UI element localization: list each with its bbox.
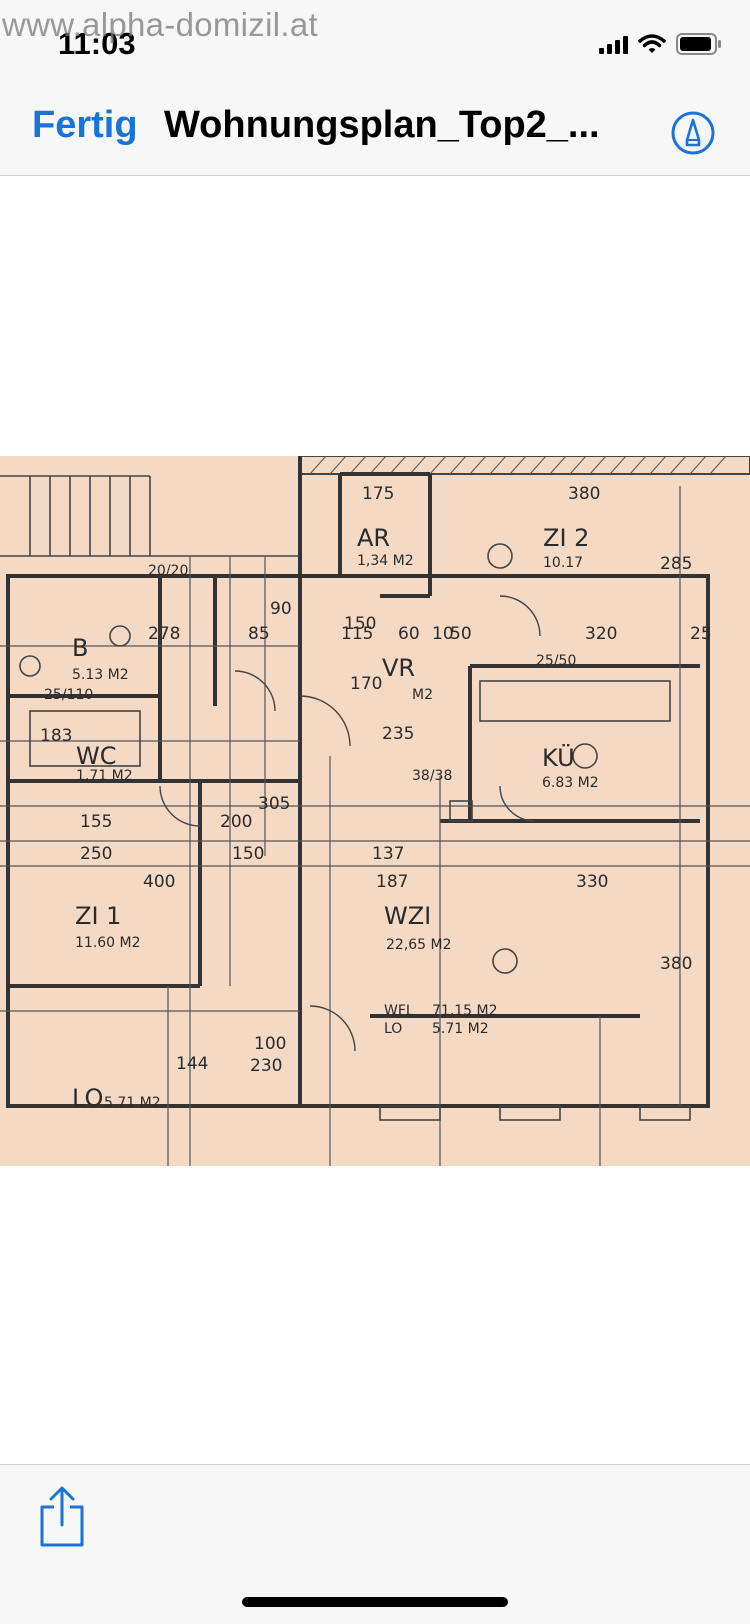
document-title: Wohnungsplan_Top2_... [164,104,600,146]
room-label: WC [76,742,117,770]
dimension-label: 38/38 [412,768,453,784]
dimension-label: 320 [585,624,618,644]
dimension-label: 25/110 [44,687,94,703]
dimension-label: 305 [258,794,291,814]
dimension-label: 137 [372,844,405,864]
room-area: 5.71 M2 [104,1095,161,1111]
dimension-label: 230 [250,1056,283,1076]
room-label: B [72,634,89,662]
room-area: 1,34 M2 [357,553,414,569]
signal-icon [599,34,628,54]
dimension-label: 25 [690,624,712,644]
dimension-label: 235 [382,724,415,744]
room-area: 1,71 M2 [76,768,133,784]
status-icons [599,30,722,58]
dimension-label: 90 [270,599,292,619]
room-label: AR [357,524,391,552]
document-viewer[interactable]: ZI 2 10.17 AR 1,34 M2 B 5.13 M2 VR M2 WC… [0,176,750,1464]
done-button[interactable]: Fertig [32,104,138,146]
battery-icon [676,33,722,55]
room-label: VR [382,654,416,682]
lo-value: 5.71 M2 [432,1021,489,1037]
floorplan-drawing [0,456,750,1166]
room-area: 6.83 M2 [542,775,599,791]
dimension-label: 285 [660,554,693,574]
dimension-label: 400 [143,872,176,892]
dimension-label: 187 [376,872,409,892]
dimension-label: 170 [350,674,383,694]
dimension-label: 278 [148,624,181,644]
room-area: 5.13 M2 [72,667,129,683]
dimension-label: 10 [432,624,454,644]
room-label: WZI [384,902,432,930]
dimension-label: 183 [40,726,73,746]
dimension-label: 330 [576,872,609,892]
room-area: 10.17 [543,555,584,571]
wifi-icon [638,33,666,55]
dimension-label: 60 [398,624,420,644]
markup-pen-icon[interactable] [670,110,716,156]
share-icon[interactable] [36,1485,88,1549]
dimension-label: 250 [80,844,113,864]
floorplan-image: ZI 2 10.17 AR 1,34 M2 B 5.13 M2 VR M2 WC… [0,456,750,1166]
lo-label: LO [384,1021,403,1037]
watermark: www.alpha-domizil.at [2,6,318,43]
room-label: KÜ [542,744,575,772]
dimension-label: 50 [450,624,472,644]
room-area: 22,65 M2 [386,937,452,953]
dimension-label: 175 [362,484,395,504]
nav-bar: Fertig Wohnungsplan_Top2_... [0,88,750,176]
home-indicator [242,1597,508,1607]
dimension-label: 144 [176,1054,209,1074]
status-bar: www.alpha-domizil.at 11:03 [0,0,750,88]
room-label: ZI 1 [75,902,122,930]
room-area: 11.60 M2 [75,935,141,951]
dimension-label: 100 [254,1034,287,1054]
room-label: ZI 2 [543,524,590,552]
dimension-label: 115 [341,624,374,644]
dimension-label: 85 [248,624,270,644]
dimension-label: 155 [80,812,113,832]
dimension-label: 380 [660,954,693,974]
room-label: LO [72,1084,104,1112]
status-time: 11:03 [58,26,136,61]
dimension-label: 20/20 [148,563,189,579]
dimension-label: 25/50 [536,653,577,669]
room-area: M2 [412,687,433,703]
dimension-label: 200 [220,812,253,832]
wfl-value: 71,15 M2 [432,1003,498,1019]
bottom-toolbar [0,1464,750,1624]
dimension-label: 150 [232,844,265,864]
dimension-label: 380 [568,484,601,504]
dimension-label: 150 [344,614,377,634]
wfl-label: WFL [384,1003,414,1019]
